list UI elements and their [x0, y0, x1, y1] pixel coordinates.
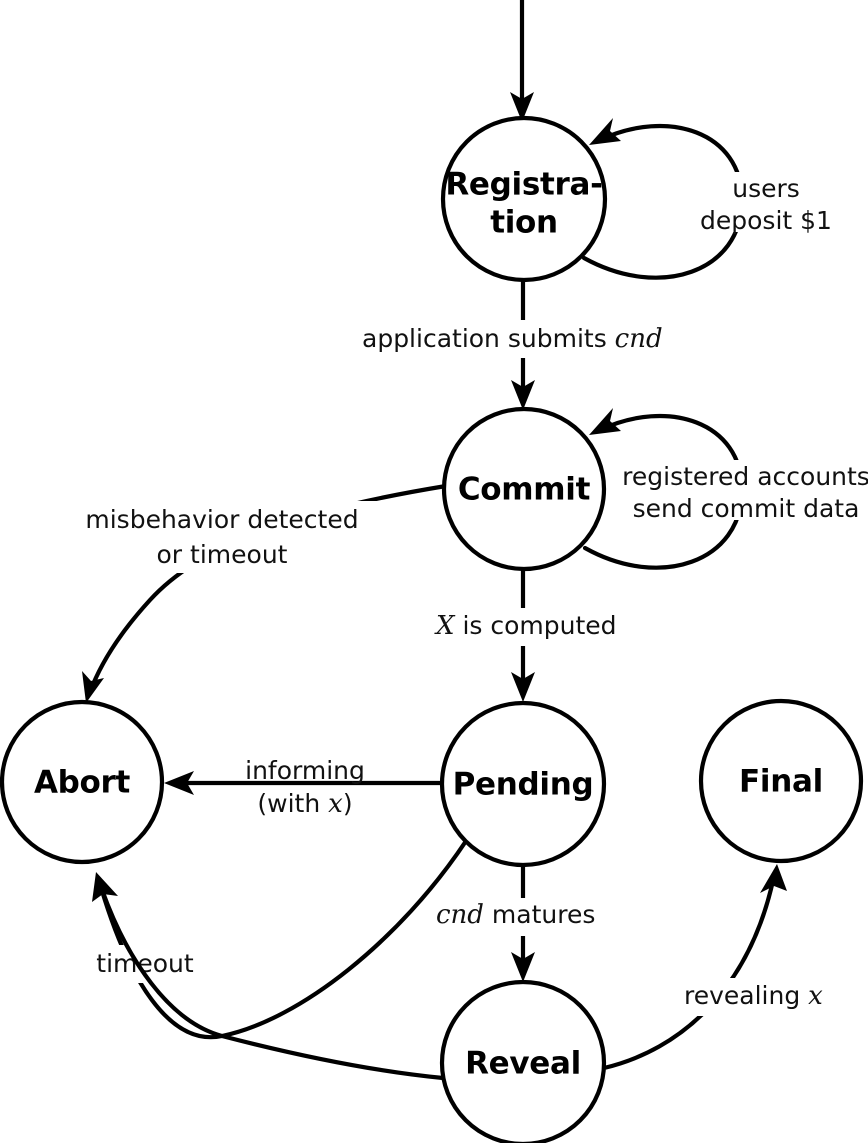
edge-registration-to-commit-label: application submits cnd	[358, 320, 704, 358]
pending-to-abort-label-line1: informing	[245, 756, 365, 785]
commit-self-label-line2: send commit data	[633, 494, 860, 523]
commit-label: Commit	[458, 472, 591, 508]
edge-commit-to-abort-label: misbehavior detected or timeout	[60, 501, 380, 573]
registration-circle[interactable]	[440, 115, 608, 283]
abort-circle[interactable]	[0, 699, 165, 865]
registration-self-label-line2: deposit $1	[700, 206, 832, 235]
reveal-final-label-math: x	[808, 981, 823, 1011]
reveal-to-final-label: revealing x	[684, 981, 823, 1011]
edge-registration-self-label: users deposit $1	[672, 172, 864, 235]
edge-reveal-to-final-label: revealing x	[680, 978, 860, 1016]
reg-commit-label-math: cnd	[615, 324, 663, 354]
reveal-final-label-plain: revealing	[684, 981, 808, 1010]
reg-commit-label-plain: application submits	[362, 324, 615, 353]
edge-timeout-label: timeout	[82, 945, 210, 983]
edge-pending-to-reveal-label: cnd matures	[432, 898, 622, 936]
commit-to-abort-label-line1: misbehavior detected	[85, 505, 358, 534]
node-final[interactable]: Final	[698, 698, 864, 864]
edge-pending-to-abort-timeout	[92, 838, 469, 1040]
edge-reveal-to-final	[601, 864, 787, 1071]
pending-label: Pending	[453, 767, 594, 803]
pending-reveal-label-math: cnd	[436, 900, 484, 930]
reveal-label: Reveal	[465, 1046, 581, 1082]
node-reveal[interactable]: Reveal	[439, 979, 607, 1143]
registration-label-line1: Registra-	[445, 167, 602, 203]
abort-label: Abort	[34, 765, 131, 801]
edge-commit-to-pending-label: X is computed	[432, 608, 634, 646]
commit-to-pending-label: X is computed	[434, 611, 617, 641]
pending-to-reveal-label: cnd matures	[436, 900, 595, 930]
final-circle[interactable]	[698, 698, 864, 864]
registration-self-label-line1: users	[732, 174, 800, 203]
edge-reveal-to-abort	[97, 881, 446, 1081]
edge-commit-self-label: registered accounts send commit data	[620, 460, 868, 523]
commit-pending-label-plain: is computed	[455, 611, 617, 640]
reveal-circle[interactable]	[439, 979, 607, 1143]
node-commit[interactable]: Commit	[441, 406, 607, 572]
node-abort[interactable]: Abort	[0, 699, 165, 865]
edge-pending-to-abort	[164, 771, 442, 795]
commit-circle[interactable]	[441, 406, 607, 572]
edge-entry-arrow	[510, 0, 534, 122]
registration-label-line2: tion	[490, 205, 558, 241]
final-label: Final	[739, 764, 823, 800]
pending-reveal-label-plain: matures	[484, 900, 595, 929]
pending-circle[interactable]	[439, 700, 607, 868]
registration-to-commit-label: application submits cnd	[362, 324, 663, 354]
pending-to-abort-label-line2: (with x)	[257, 789, 352, 819]
commit-self-label-line1: registered accounts	[622, 462, 868, 491]
node-registration[interactable]: Registra- tion	[440, 115, 608, 283]
pending-abort-label-pre: (with	[257, 789, 328, 818]
pending-abort-label-math: x	[328, 789, 343, 819]
commit-pending-label-math: X	[434, 611, 456, 641]
commit-to-abort-label-line2: or timeout	[157, 540, 288, 569]
node-pending[interactable]: Pending	[439, 700, 607, 868]
edge-pending-to-abort-label: informing (with x)	[238, 756, 370, 819]
pending-abort-label-post: )	[343, 789, 353, 818]
